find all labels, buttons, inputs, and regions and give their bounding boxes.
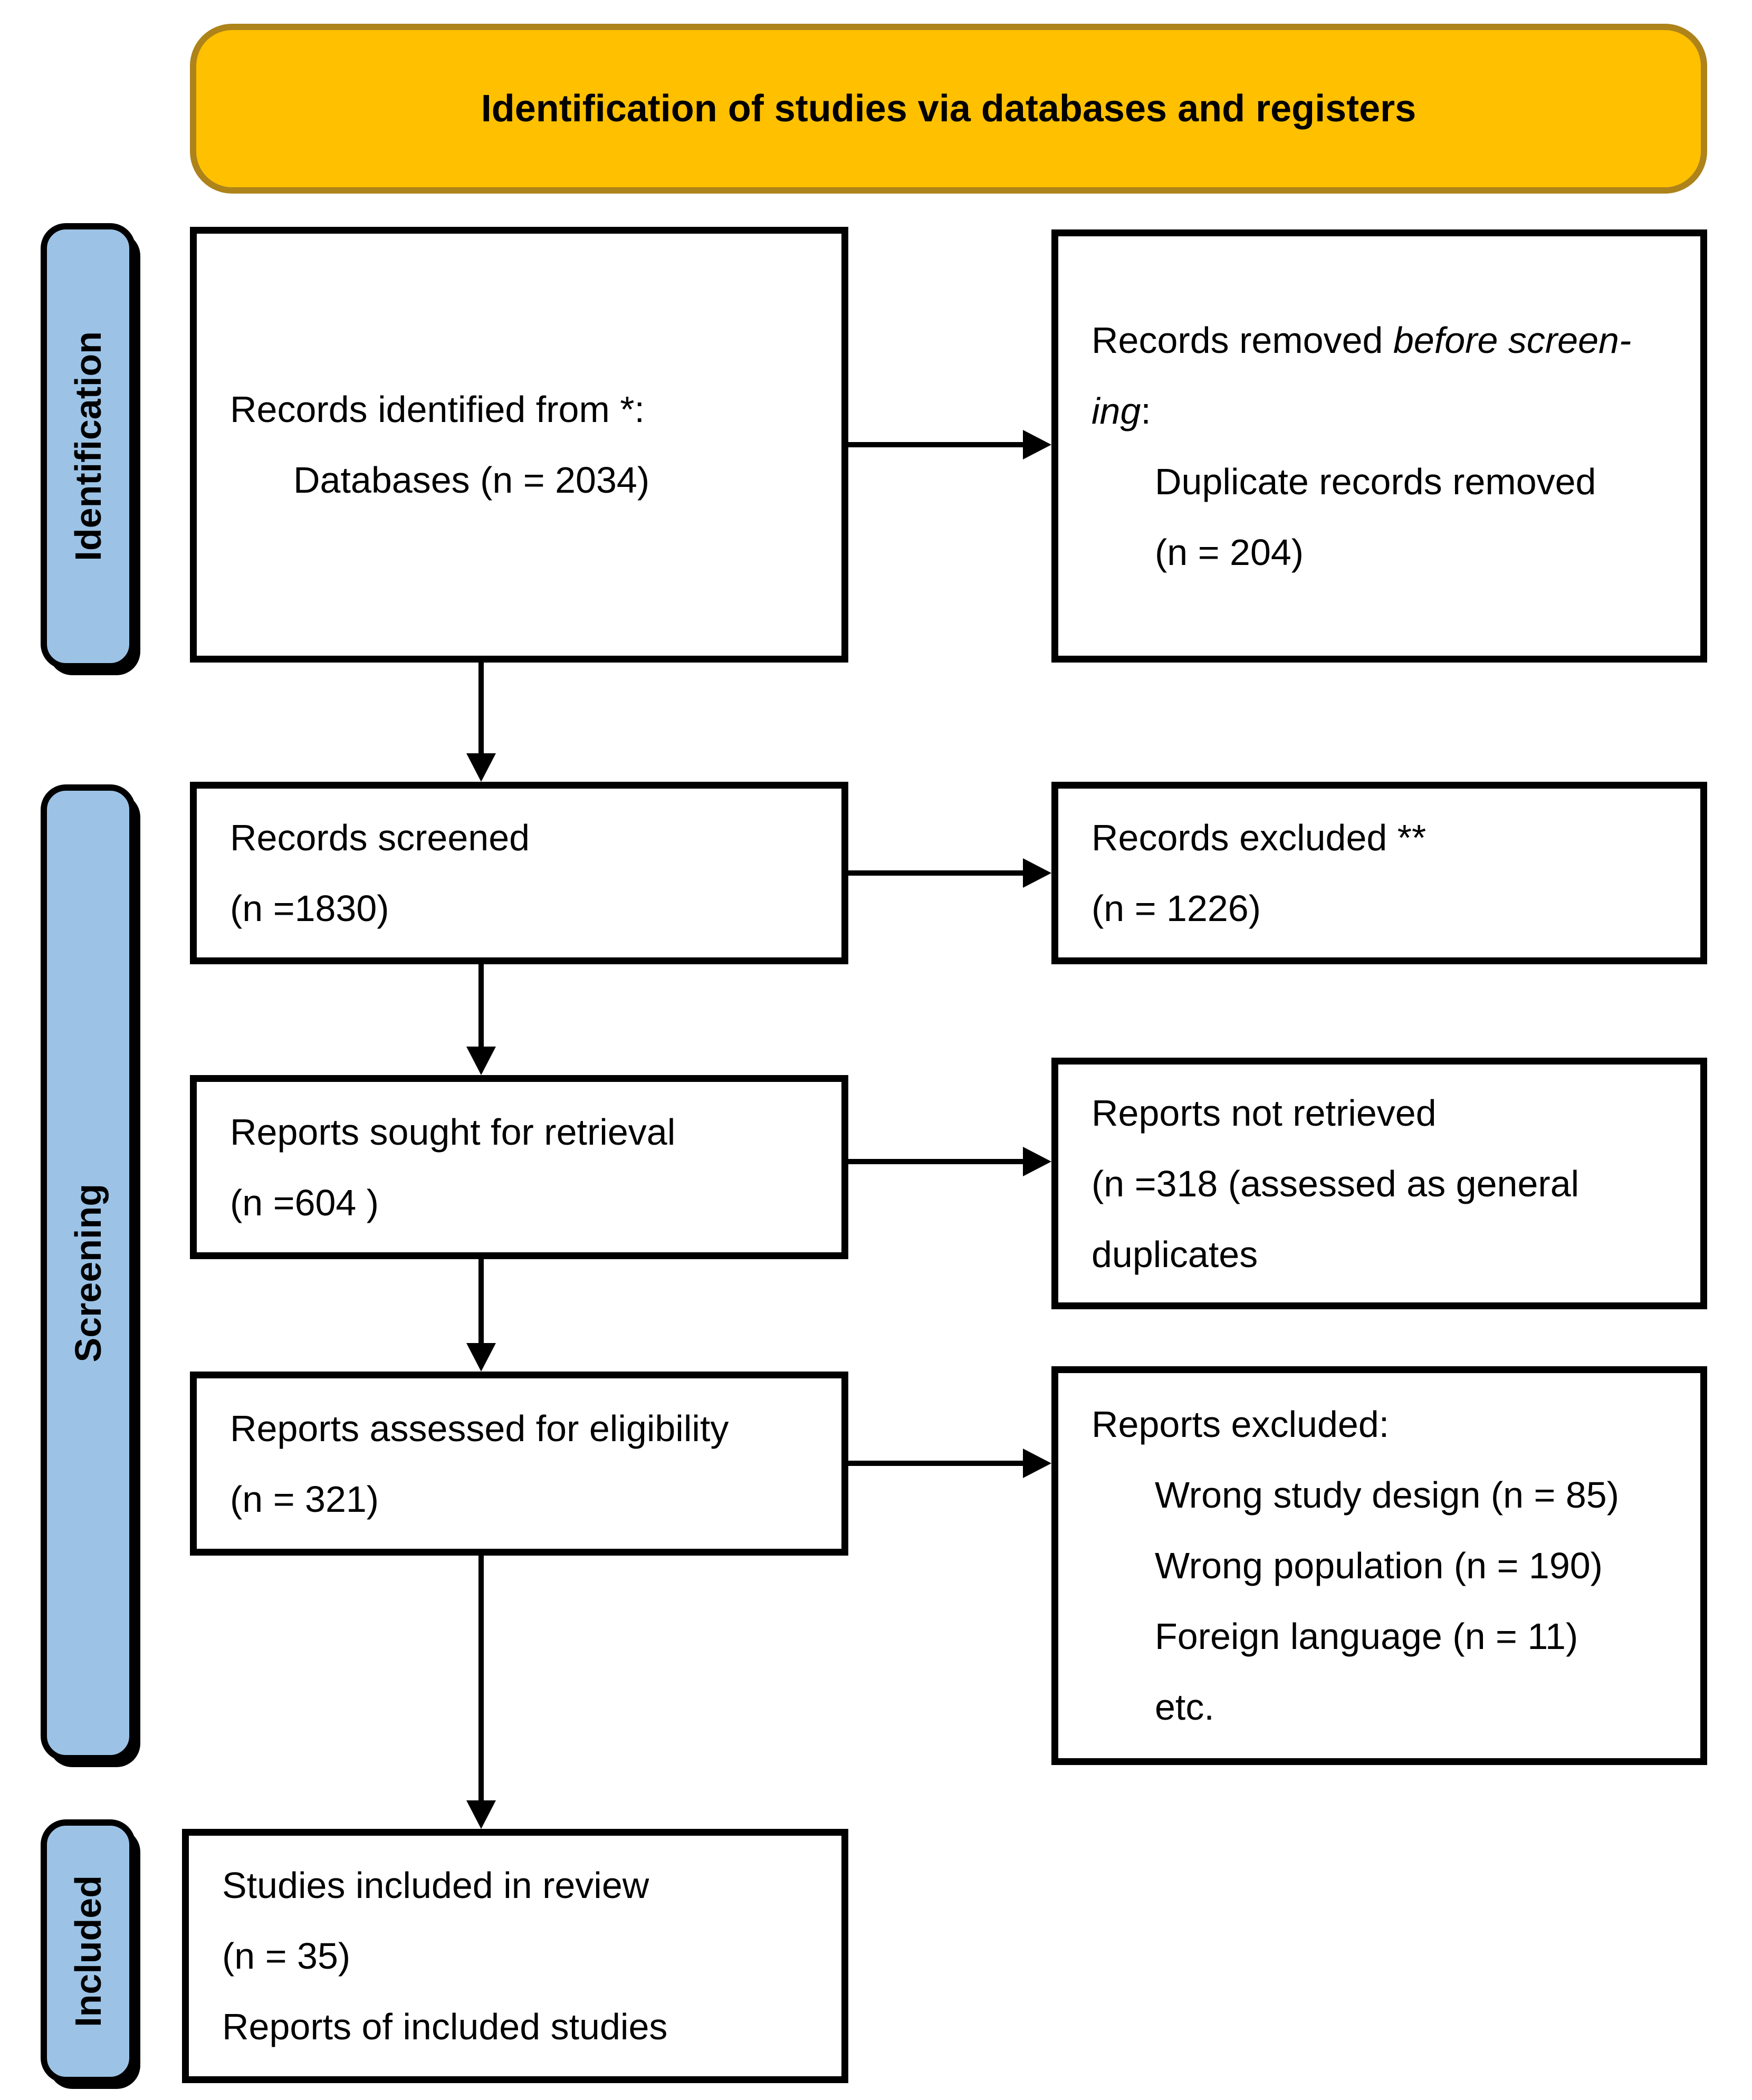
studies-included-line1: Studies included in review — [222, 1865, 649, 1906]
sidebar-included: Included — [41, 1819, 136, 2083]
box-records-identified: Records identified from *: Databases (n … — [190, 227, 848, 663]
records-removed-line1-regular: Records removed — [1092, 319, 1393, 361]
box-reports-excluded: Reports excluded: Wrong study design (n … — [1051, 1366, 1707, 1765]
sidebar-screening: Screening — [41, 784, 136, 1761]
banner: Identification of studies via databases … — [190, 24, 1707, 194]
reports-excluded-line4: Foreign language (n = 11) — [1155, 1616, 1578, 1657]
arrow-sought-to-assessed-head-icon — [466, 1343, 496, 1372]
reports-sought-line1: Reports sought for retrieval — [230, 1111, 676, 1153]
box-records-screened: Records screened (n =1830) — [190, 782, 848, 964]
reports-not-retrieved-line1: Reports not retrieved — [1092, 1092, 1437, 1134]
arrow-assessed-to-reports-excluded-head-icon — [1023, 1449, 1051, 1478]
arrow-identified-to-removed-head-icon — [1023, 430, 1051, 459]
banner-title: Identification of studies via databases … — [481, 88, 1416, 130]
arrow-assessed-to-reports-excluded-shaft — [848, 1461, 1023, 1466]
reports-not-retrieved-line3: duplicates — [1092, 1233, 1258, 1275]
arrow-screened-to-sought-head-icon — [466, 1047, 496, 1075]
sidebar-identification: Identification — [41, 223, 136, 669]
box-reports-not-retrieved: Reports not retrieved (n =318 (assessed … — [1051, 1058, 1707, 1309]
records-removed-line3: Duplicate records removed — [1155, 461, 1596, 502]
arrow-sought-to-not-retrieved-head-icon — [1023, 1147, 1051, 1176]
box-records-excluded: Records excluded ** (n = 1226) — [1051, 782, 1707, 964]
records-removed-line2: ing: — [1092, 376, 1692, 446]
reports-excluded-line3: Wrong population (n = 190) — [1155, 1545, 1603, 1586]
studies-included-line3: Reports of included studies — [222, 2006, 668, 2047]
records-removed-line2-italic: ing — [1092, 390, 1141, 431]
box-records-removed: Records removed before screen- ing: Dupl… — [1051, 229, 1707, 663]
records-removed-line1: Records removed before screen- — [1092, 305, 1692, 376]
records-removed-line2-regular: : — [1141, 390, 1151, 431]
arrow-screened-to-excluded-shaft — [848, 870, 1023, 876]
records-screened-line2: (n =1830) — [230, 888, 389, 929]
sidebar-included-label: Included — [68, 1875, 109, 2027]
studies-included-line2: (n = 35) — [222, 1935, 351, 1977]
reports-not-retrieved-line2: (n =318 (assessed as general — [1092, 1163, 1579, 1204]
reports-assessed-line2: (n = 321) — [230, 1478, 379, 1520]
records-identified-line1: Records identified from *: — [230, 389, 645, 430]
box-reports-assessed: Reports assessed for eligibility (n = 32… — [190, 1372, 848, 1556]
arrow-sought-to-assessed-shaft — [478, 1259, 484, 1343]
arrow-sought-to-not-retrieved-shaft — [848, 1159, 1023, 1164]
arrow-screened-to-sought-shaft — [478, 964, 484, 1047]
sidebar-screening-label: Screening — [68, 1183, 109, 1363]
box-studies-included: Studies included in review (n = 35) Repo… — [182, 1829, 848, 2083]
arrow-assessed-to-included-shaft — [478, 1556, 484, 1800]
records-excluded-line2: (n = 1226) — [1092, 888, 1261, 929]
arrow-assessed-to-included-head-icon — [466, 1800, 496, 1829]
reports-excluded-line1: Reports excluded: — [1092, 1404, 1390, 1445]
arrow-screened-to-excluded-head-icon — [1023, 858, 1051, 888]
reports-assessed-line1: Reports assessed for eligibility — [230, 1407, 729, 1449]
records-excluded-line1: Records excluded ** — [1092, 817, 1427, 858]
sidebar-identification-label: Identification — [68, 331, 109, 561]
records-screened-line1: Records screened — [230, 817, 530, 858]
arrow-identified-to-removed-shaft — [848, 442, 1023, 447]
arrow-identified-to-screened-head-icon — [466, 753, 496, 782]
reports-sought-line2: (n =604 ) — [230, 1182, 379, 1223]
reports-excluded-line5: etc. — [1155, 1686, 1214, 1728]
reports-excluded-line2: Wrong study design (n = 85) — [1155, 1474, 1620, 1516]
box-reports-sought: Reports sought for retrieval (n =604 ) — [190, 1075, 848, 1259]
records-identified-line2: Databases (n = 2034) — [293, 459, 650, 501]
arrow-identified-to-screened-shaft — [478, 663, 484, 753]
records-removed-line1-italic: before screen- — [1393, 319, 1632, 361]
records-removed-line4: (n = 204) — [1155, 531, 1304, 573]
